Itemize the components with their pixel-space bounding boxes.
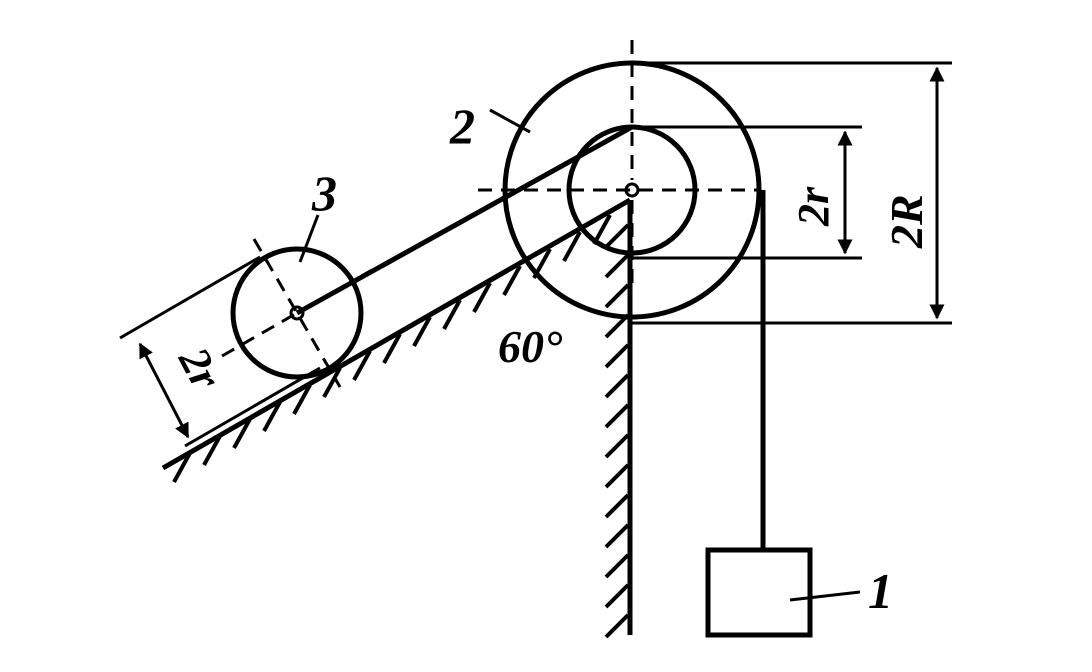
incline-hatching bbox=[172, 214, 612, 483]
incline-surface bbox=[161, 197, 633, 635]
leader-lines bbox=[298, 108, 861, 602]
weight-block bbox=[705, 547, 813, 638]
label-angle: 60° bbox=[498, 321, 563, 372]
label-body-1: 1 bbox=[868, 563, 893, 619]
label-body-2: 2 bbox=[449, 98, 475, 154]
label-dim-2r-roller: 2r bbox=[169, 339, 232, 398]
label-dim-2R: 2R bbox=[881, 194, 932, 249]
wall-hatching bbox=[604, 223, 630, 639]
label-body-3: 3 bbox=[311, 165, 337, 221]
dimension-lines bbox=[119, 61, 952, 448]
rope-incline bbox=[295, 124, 634, 316]
label-dim-2r-pulley: 2r bbox=[789, 186, 838, 227]
